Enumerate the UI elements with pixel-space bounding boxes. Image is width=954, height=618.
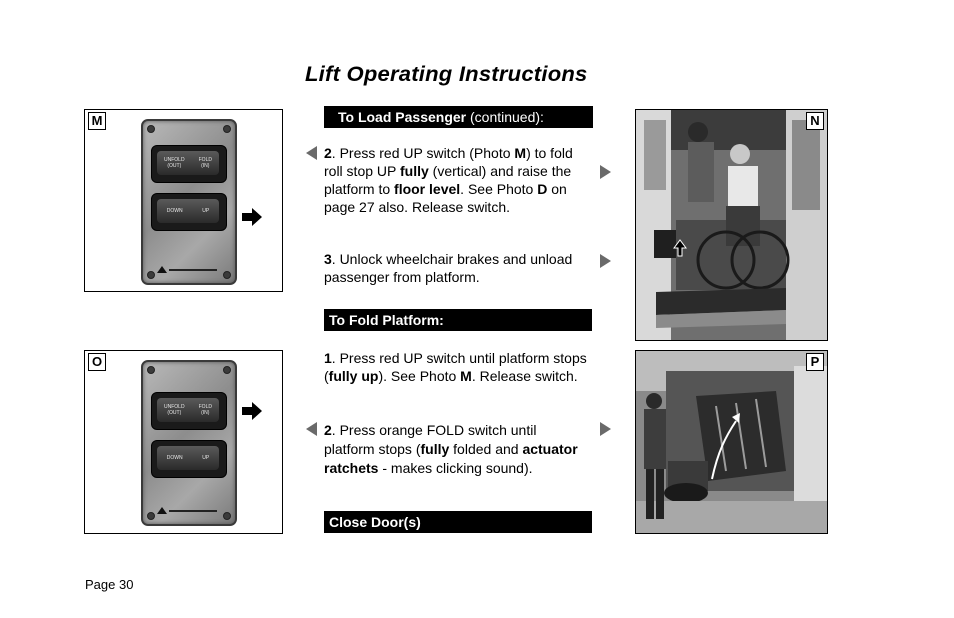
pointer-right-icon [600, 165, 611, 179]
pointer-left-icon [306, 422, 317, 436]
photo-p: P [635, 350, 828, 534]
step-load-2: 2. Press red UP switch (Photo M) to fold… [324, 145, 573, 215]
fold-switch: UNFOLD(OUT) FOLD(IN) [151, 145, 227, 183]
section-close-doors: Close Door(s) [324, 511, 592, 533]
arrow-right-icon [242, 208, 262, 226]
step-fold-2: 2. Press orange FOLD switch until platfo… [324, 422, 578, 476]
photo-n: N [635, 109, 828, 341]
folded-platform-photo [636, 351, 827, 533]
step-load-3: 3. Unlock wheelchair brakes and unload p… [324, 251, 573, 285]
page-number: Page 30 [85, 577, 134, 592]
logo [157, 507, 221, 514]
photo-label: P [806, 353, 824, 371]
page-title: Lift Operating Instructions [305, 63, 588, 86]
fold-switch: UNFOLD(OUT) FOLD(IN) [151, 392, 227, 430]
photo-label: O [88, 353, 106, 371]
arrow-right-icon [242, 402, 262, 420]
pointer-right-icon [600, 422, 611, 436]
section-load-passenger: To Load Passenger (continued): [324, 106, 593, 128]
pointer-left-icon [306, 146, 317, 160]
step-fold-1: 1. Press red UP switch until platform st… [324, 350, 587, 384]
section-fold-platform: To Fold Platform: [324, 309, 592, 331]
photo-label: M [88, 112, 106, 130]
wheelchair-lift-photo [636, 110, 827, 340]
pointer-right-icon [600, 254, 611, 268]
photo-label: N [806, 112, 824, 130]
logo [157, 266, 221, 273]
